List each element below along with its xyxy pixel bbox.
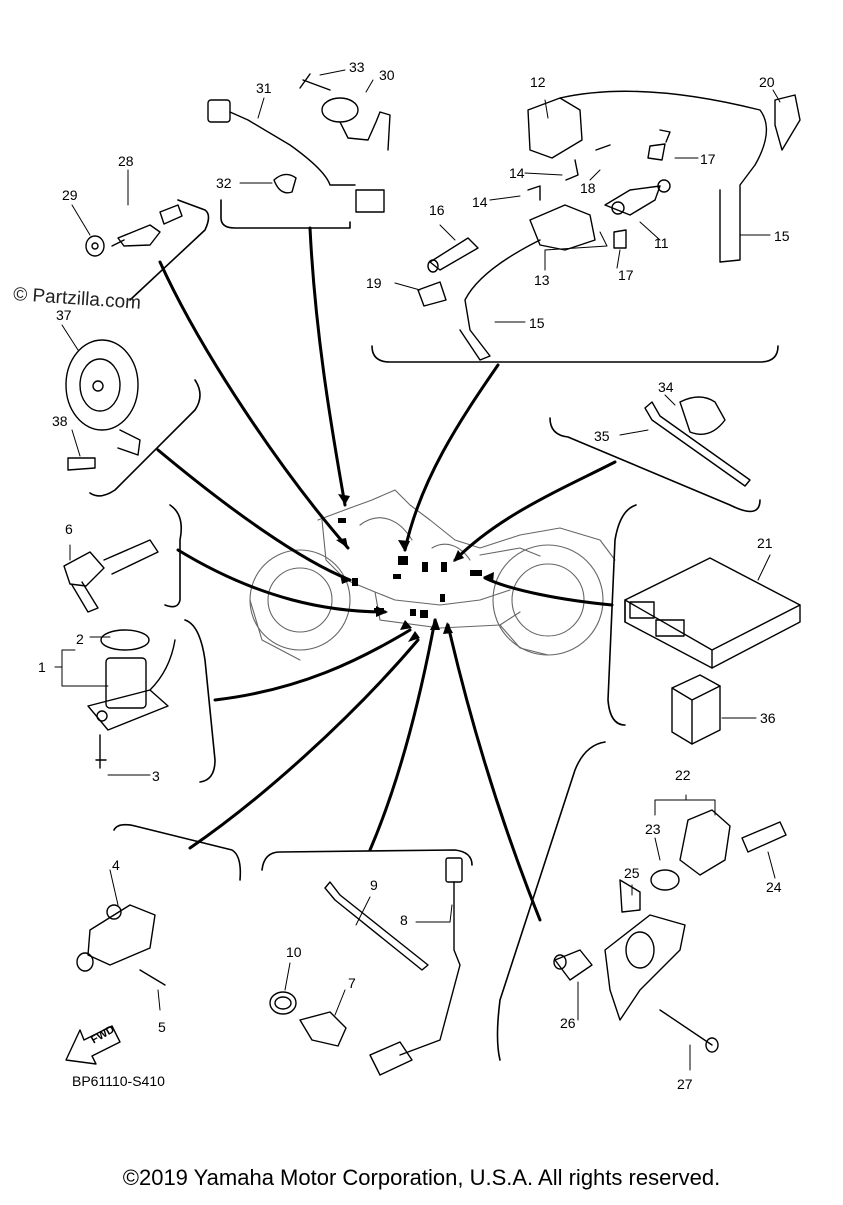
callout-label: 17: [700, 151, 716, 167]
fwd-arrow-icon: [65, 1025, 121, 1065]
callout-label: 38: [52, 413, 68, 429]
leader-lines: [156, 226, 617, 922]
callout-label: 6: [65, 521, 73, 537]
callout-label: 32: [216, 175, 232, 191]
callout-label: 34: [658, 379, 674, 395]
callout-label: 26: [560, 1015, 576, 1031]
motorcycle-silhouette: [249, 489, 616, 661]
callout-label: 9: [370, 877, 378, 893]
callout-label: 14: [509, 165, 525, 181]
callout-label: 2: [76, 631, 84, 647]
callout-label: 4: [112, 857, 120, 873]
callout-label: 16: [429, 202, 445, 218]
callout-leaders: [54, 69, 781, 1071]
diagram-code: BP61110-S410: [72, 1073, 165, 1089]
callout-label: 24: [766, 879, 782, 895]
callout-label: 30: [379, 67, 395, 83]
callout-label: 5: [158, 1019, 166, 1035]
callout-label: 11: [654, 235, 669, 251]
part-cable-tie: [644, 396, 751, 487]
callout-label: 35: [594, 428, 610, 444]
callout-label: 18: [580, 180, 596, 196]
arrow-heads: [336, 494, 494, 642]
part-horn: [65, 339, 141, 471]
copyright-notice: ©2019 Yamaha Motor Corporation, U.S.A. A…: [122, 1165, 721, 1190]
callout-label: 19: [366, 275, 382, 291]
callout-label: 15: [774, 228, 790, 244]
callout-label: 29: [62, 187, 78, 203]
callout-label: 28: [118, 153, 134, 169]
group-brackets: [89, 199, 779, 1061]
callout-label: 13: [534, 272, 550, 288]
callout-label: 37: [56, 307, 72, 323]
part-ignition-coils: [417, 90, 801, 361]
callout-label: 10: [286, 944, 302, 960]
part-harness-sensor: [207, 73, 391, 213]
callout-label: 27: [677, 1076, 693, 1092]
callout-label: 25: [624, 865, 640, 881]
callout-label: 12: [530, 74, 546, 90]
part-temp-sensor: [85, 204, 183, 257]
callout-label: 14: [472, 194, 488, 210]
part-neutral-switch: [63, 539, 159, 613]
callout-label: 33: [349, 59, 365, 75]
callout-label: 31: [256, 80, 272, 96]
callout-label: 7: [348, 975, 356, 991]
part-speed-sensor: [87, 629, 176, 769]
callout-label: 23: [645, 821, 661, 837]
callout-label: 17: [618, 267, 634, 283]
callout-label: 21: [757, 535, 773, 551]
callout-label: 1: [38, 659, 46, 675]
callout-label: 20: [759, 74, 775, 90]
part-ecu: [624, 557, 801, 745]
part-wheel-sensor: [269, 857, 463, 1076]
callout-label: 8: [400, 912, 408, 928]
part-solenoid: [76, 904, 166, 986]
part-crank-sensor: [553, 809, 787, 1053]
callout-label: 22: [675, 767, 691, 783]
callout-label: 15: [529, 315, 545, 331]
callout-label: 3: [152, 768, 160, 784]
callout-label: 36: [760, 710, 776, 726]
